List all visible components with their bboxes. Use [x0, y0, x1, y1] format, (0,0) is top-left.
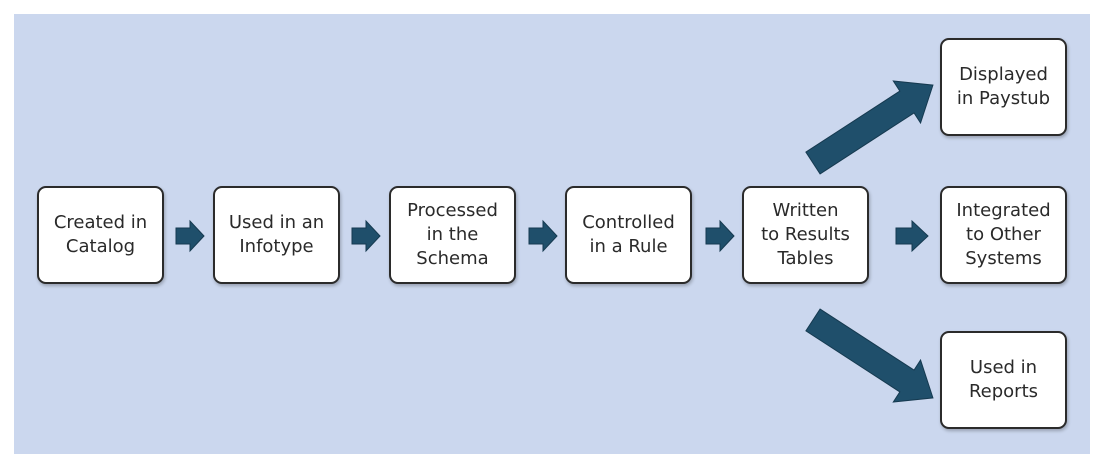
- arrow-results-to-paystub: [805, 80, 934, 175]
- node-used-in-infotype: Used in an Infotype: [213, 186, 340, 284]
- node-displayed-in-paystub: Displayed in Paystub: [940, 38, 1067, 136]
- node-controlled-in-rule: Controlled in a Rule: [565, 186, 692, 284]
- node-label: Used in Reports: [968, 357, 1039, 402]
- node-created-in-catalog: Created in Catalog: [37, 186, 164, 284]
- arrow-catalog-to-infotype: [175, 219, 205, 253]
- arrow-results-to-reports: [805, 308, 934, 403]
- arrow-schema-to-rule: [528, 219, 558, 253]
- node-label: Integrated to Other Systems: [956, 200, 1051, 269]
- node-label: Used in an Infotype: [228, 212, 325, 257]
- arrow-infotype-to-schema: [351, 219, 381, 253]
- node-label: Created in Catalog: [53, 212, 148, 257]
- arrow-rule-to-results: [705, 219, 735, 253]
- node-used-in-reports: Used in Reports: [940, 331, 1067, 429]
- node-integrated-to-other-systems: Integrated to Other Systems: [940, 186, 1067, 284]
- node-label: Controlled in a Rule: [582, 212, 675, 257]
- node-written-to-results-tables: Written to Results Tables: [742, 186, 869, 284]
- node-label: Processed in the Schema: [407, 200, 498, 269]
- node-label: Displayed in Paystub: [956, 64, 1051, 109]
- arrow-results-to-integrated: [895, 219, 929, 253]
- node-label: Written to Results Tables: [761, 200, 850, 269]
- node-processed-in-schema: Processed in the Schema: [389, 186, 516, 284]
